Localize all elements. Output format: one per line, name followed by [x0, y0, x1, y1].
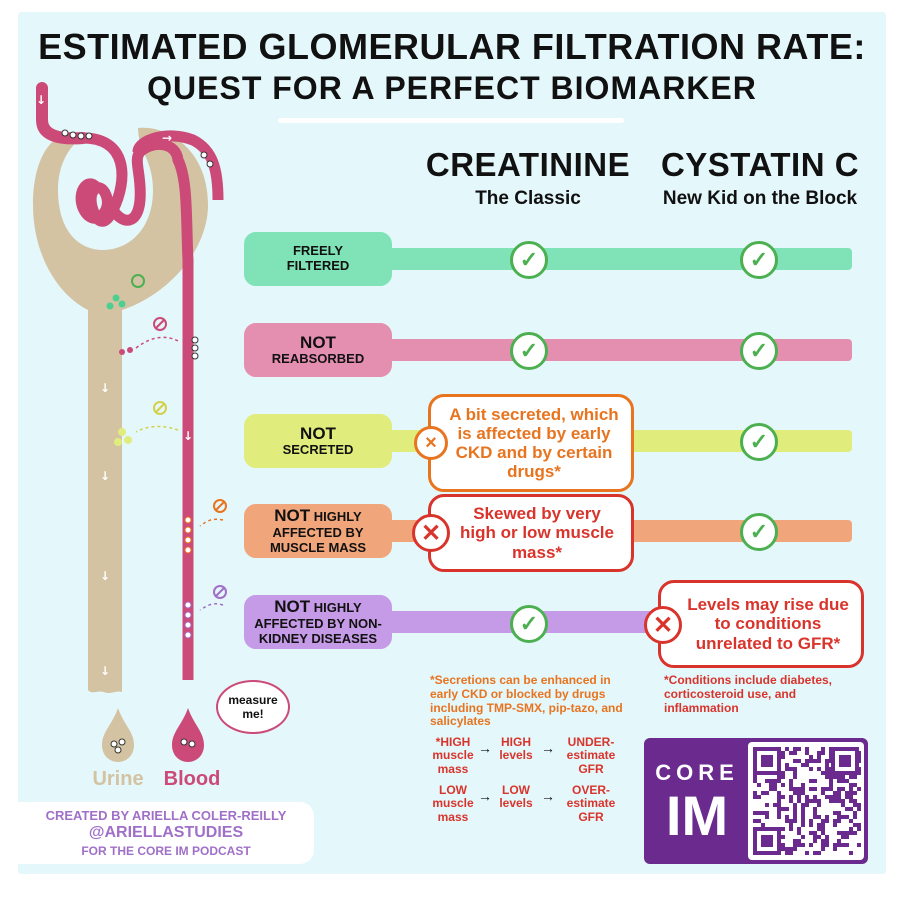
arrow-right-icon: →: [478, 740, 492, 756]
speech-bubble: measure me!: [216, 680, 290, 734]
note-secretion: A bit secreted, which is affected by ear…: [428, 394, 634, 492]
credits-line-2: @ARIELLASTUDIES: [88, 824, 244, 841]
blood-vessel: [36, 82, 89, 145]
criterion-reabsorbed-lead: NOT: [300, 332, 336, 352]
svg-text:↓: ↓: [36, 93, 46, 107]
note-levels-text: Levels may rise due to conditions unrela…: [687, 595, 849, 653]
nephron-diagram: ↓ ↓ ↓ ↓ ↓ ↓ →: [33, 82, 227, 762]
core-im-logo: CORE IM: [644, 738, 868, 864]
creatinine-title: CREATININE: [425, 146, 631, 183]
footnote-secretions: *Secretions can be enhanced in early CKD…: [430, 673, 623, 729]
svg-text:↓: ↓: [100, 569, 110, 583]
svg-text:↓: ↓: [100, 469, 110, 483]
check-icon: ✓: [740, 241, 778, 279]
blood-drop: [172, 708, 204, 762]
svg-text:↓: ↓: [100, 664, 110, 678]
note-levels: Levels may rise due to conditions unrela…: [658, 580, 864, 668]
cystatin-header: CYSTATIN C New Kid on the Block: [644, 146, 876, 210]
arrow-right-icon: →: [541, 740, 555, 756]
criterion-disease-lead-rest: HIGHLY: [313, 600, 362, 616]
criterion-disease-line2: AFFECTED BY NON-: [254, 615, 382, 631]
check-icon: ✓: [510, 332, 548, 370]
criterion-secreted: NOT SECRETED: [244, 414, 392, 468]
urine-label: Urine: [92, 768, 144, 790]
note-muscle-text: Skewed by very high or low muscle mass*: [460, 504, 614, 562]
title-line-1: ESTIMATED GLOMERULAR FILTRATION RATE:: [38, 26, 866, 67]
criterion-disease-line3: KIDNEY DISEASES: [258, 630, 378, 646]
cystatin-subtitle: New Kid on the Block: [662, 188, 858, 209]
criterion-muscle-line3: MUSCLE MASS: [269, 539, 367, 555]
speech-bubble-text: measure me!: [228, 693, 278, 721]
arrow-right-icon: →: [478, 788, 492, 804]
note-secretion-text: A bit secreted, which is affected by ear…: [449, 404, 619, 482]
glomerulus-tip: [132, 130, 224, 201]
title-line-2: QUEST FOR A PERFECT BIOMARKER: [147, 70, 757, 106]
qr-code-icon: [748, 742, 864, 860]
criterion-disease: NOT HIGHLY AFFECTED BY NON- KIDNEY DISEA…: [244, 595, 392, 649]
check-icon: ✓: [510, 241, 548, 279]
credits-line-3: FOR THE CORE IM PODCAST: [81, 844, 251, 858]
svg-text:↓: ↓: [183, 429, 193, 443]
check-icon: ✓: [740, 332, 778, 370]
footnote-conditions: *Conditions include diabetes, corticoste…: [664, 673, 833, 715]
check-icon: ✓: [740, 513, 778, 551]
svg-text:↓: ↓: [100, 381, 110, 395]
criterion-secreted-rest: SECRETED: [282, 442, 354, 458]
tubule: [33, 127, 208, 693]
flow-low-muscle: LOW muscle mass: [432, 783, 474, 824]
flow-over-estimate: OVER-estimate GFR: [566, 783, 616, 824]
criterion-reabsorbed: NOT REABSORBED: [244, 323, 392, 377]
logo-im-text: IM: [665, 784, 729, 847]
flow-low-levels: LOW levels: [499, 783, 533, 811]
blood-label: Blood: [163, 768, 221, 790]
check-icon: ✓: [740, 423, 778, 461]
flow-high-levels: HIGH levels: [499, 735, 533, 763]
creatinine-subtitle: The Classic: [475, 188, 581, 209]
creatinine-header: CREATININE The Classic: [416, 146, 640, 210]
criterion-reabsorbed-rest: REABSORBED: [271, 351, 365, 367]
arrow-right-icon: →: [541, 788, 555, 804]
x-icon: ×: [414, 426, 448, 460]
criterion-disease-lead: NOT: [274, 597, 311, 617]
cystatin-title: CYSTATIN C: [660, 146, 860, 183]
urine-drop: [102, 708, 134, 762]
criterion-filtered: FREELY FILTERED: [244, 232, 392, 286]
credits-box: CREATED BY ARIELLA COLER-REILLY @ARIELLA…: [18, 802, 314, 864]
criterion-secreted-lead: NOT: [300, 423, 336, 443]
logo-core-text: CORE: [655, 760, 739, 785]
band-reabsorbed: [380, 339, 852, 361]
band-filtered: [380, 248, 852, 270]
check-icon: ✓: [510, 605, 548, 643]
criterion-filtered-line2: FILTERED: [286, 258, 350, 273]
criterion-muscle: NOT HIGHLY AFFECTED BY MUSCLE MASS: [244, 504, 392, 558]
criterion-muscle-line2: AFFECTED BY: [272, 524, 364, 540]
title-divider: [278, 118, 624, 123]
x-icon: ✕: [644, 606, 682, 644]
criterion-filtered-line1: FREELY: [292, 243, 344, 259]
flow-high-muscle: *HIGH muscle mass: [432, 735, 474, 776]
note-muscle: Skewed by very high or low muscle mass*: [428, 494, 634, 572]
criterion-muscle-lead: NOT: [274, 506, 311, 526]
svg-text:→: →: [162, 131, 172, 145]
x-icon: ✕: [412, 514, 450, 552]
credits-line-1: CREATED BY ARIELLA COLER-REILLY: [45, 808, 287, 823]
flow-under-estimate: UNDER-estimate GFR: [566, 735, 616, 776]
criterion-muscle-lead-rest: HIGHLY: [313, 509, 362, 525]
